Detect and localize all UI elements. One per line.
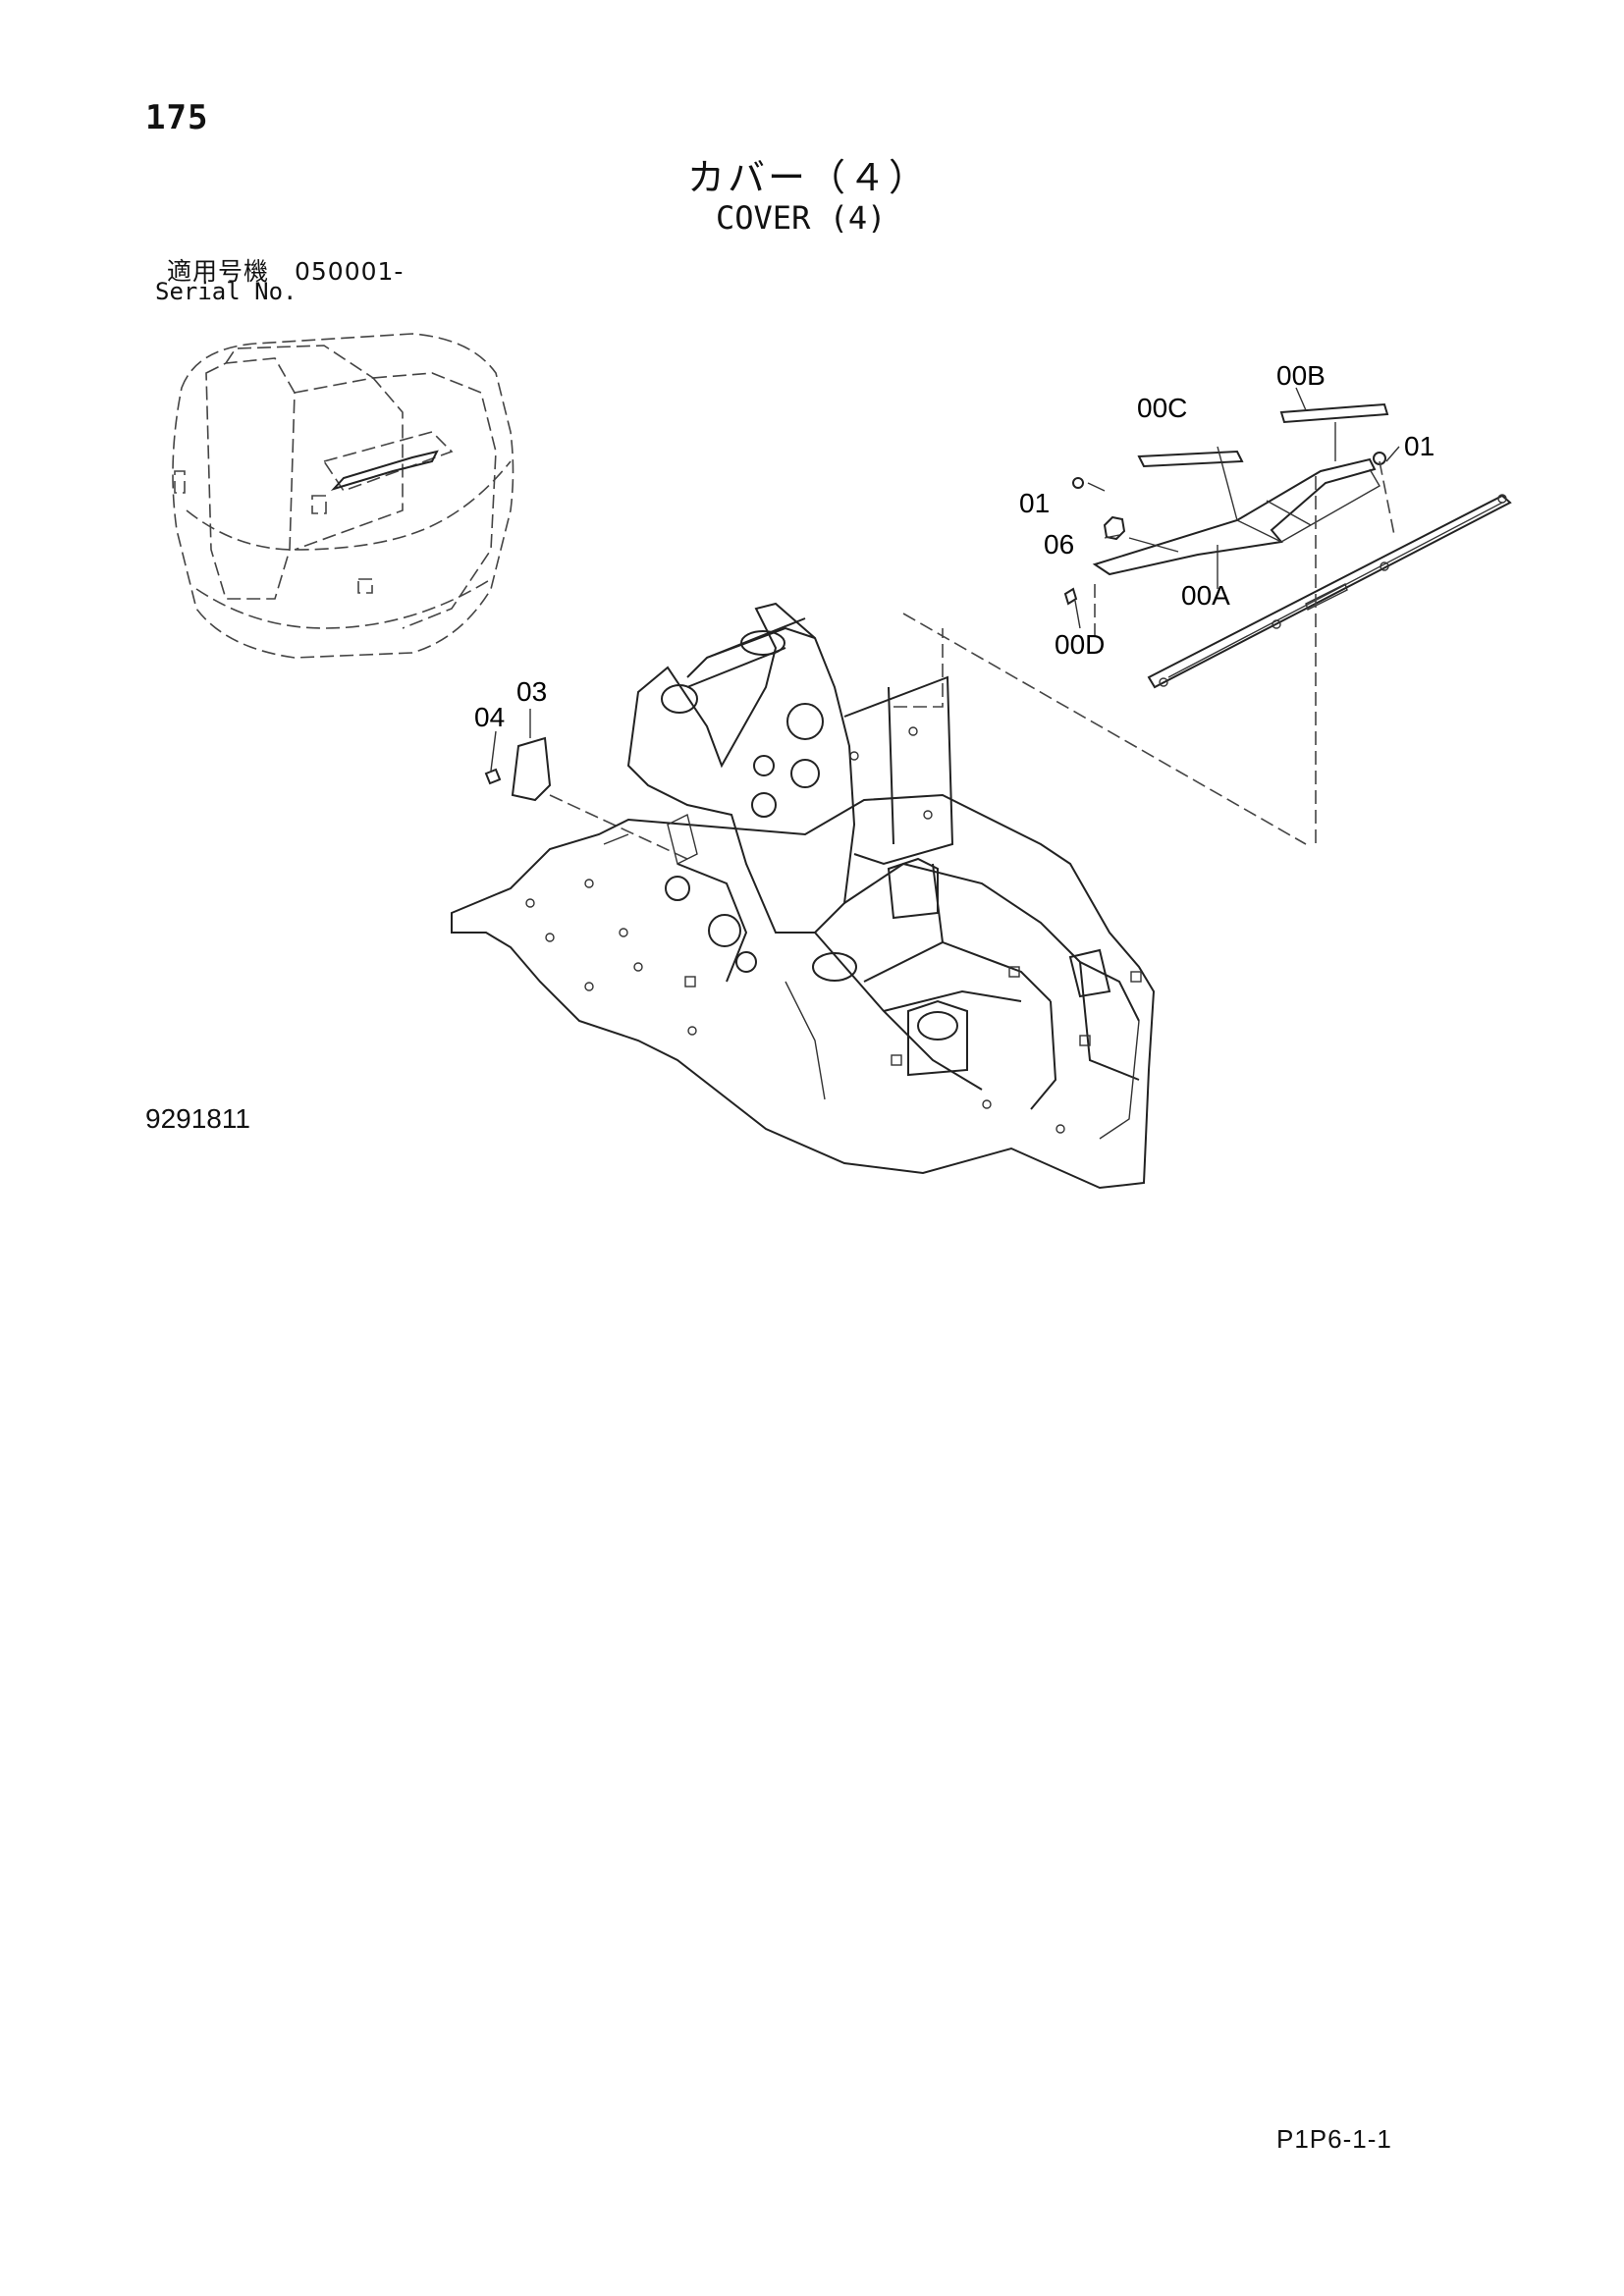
machine-overview-inset (172, 333, 514, 659)
callout-00D: 00D (1055, 629, 1105, 660)
callout-01-right: 01 (1404, 431, 1435, 461)
cover-assembly (902, 387, 1512, 845)
upper-frame-structure (451, 602, 1156, 1190)
page-title-japanese: カバー（４） (687, 156, 930, 199)
page-reference: P1P6-1-1 (1276, 2124, 1392, 2154)
callout-04: 04 (474, 702, 505, 732)
callout-03: 03 (516, 676, 547, 707)
callout-00C: 00C (1137, 393, 1187, 423)
callout-06: 06 (1044, 529, 1074, 560)
page-number: 175 (145, 98, 209, 137)
drawing-code: 9291811 (145, 1103, 250, 1134)
callout-00B: 00B (1276, 360, 1326, 391)
page-title-english: COVER (4) (716, 199, 887, 237)
serial-label-english: Serial No. (155, 278, 298, 305)
serial-range-japanese: 適用号機 050001- (167, 257, 405, 286)
callout-00A: 00A (1181, 580, 1230, 611)
cover-plate-03 (484, 709, 688, 860)
callout-01-left: 01 (1019, 488, 1050, 518)
